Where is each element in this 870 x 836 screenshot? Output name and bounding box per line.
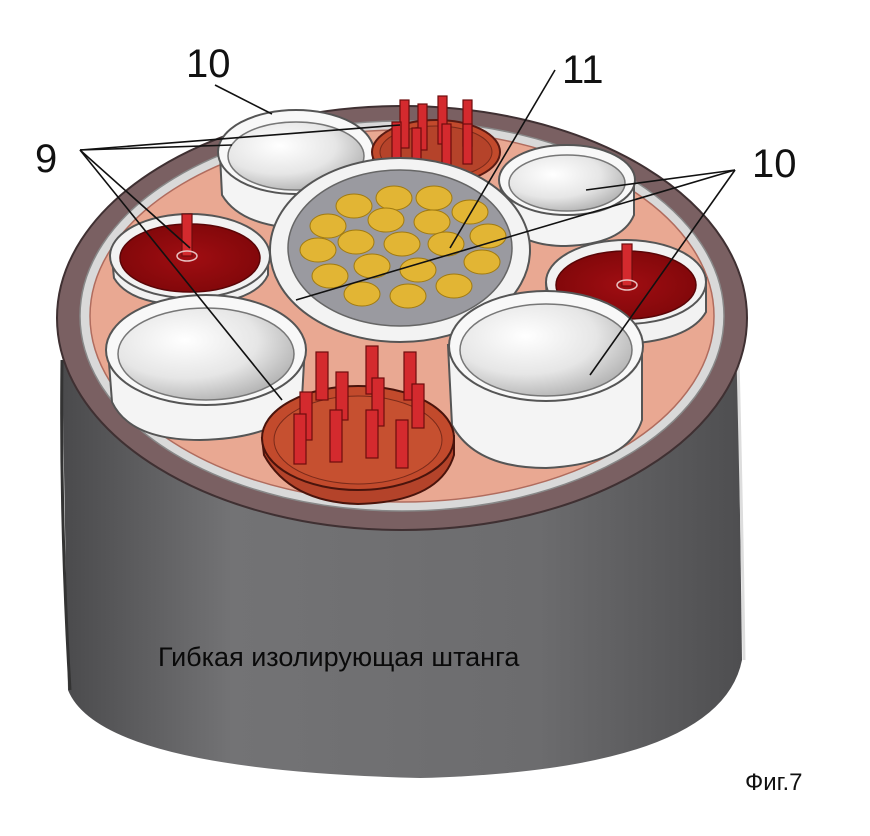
body-caption: Гибкая изолирующая штанга [158,642,520,672]
figure-number: Фиг.7 [745,769,803,796]
red-socket-left [109,213,271,307]
white-cup-bottom-right [446,290,644,470]
callout-11: 11 [562,48,604,92]
yellow-contacts [299,185,507,309]
callout-10-right: 10 [752,142,797,186]
callout-10-top: 10 [186,42,231,86]
leader-lines [79,69,736,401]
callout-9: 9 [35,137,57,181]
pin-socket-bottom [260,345,455,506]
white-cup-bottom-left [105,294,307,442]
white-cup-top-right [498,144,636,248]
center-contact-disc [269,157,531,343]
